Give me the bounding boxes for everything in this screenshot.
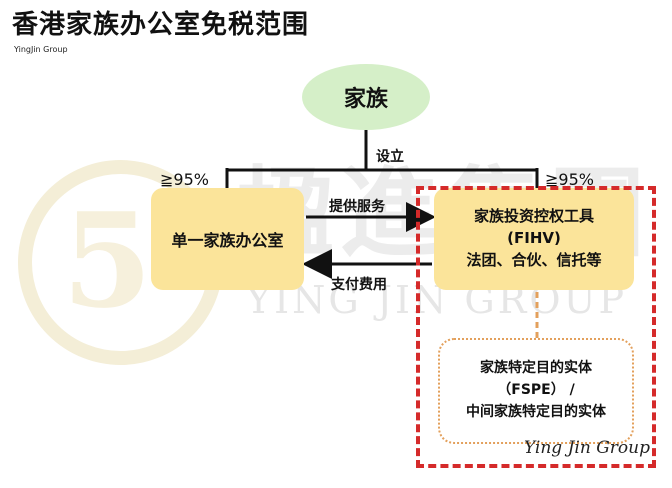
watermark-seal-char: 5 xyxy=(62,184,153,337)
single-family-office-node: 单一家族办公室 xyxy=(151,188,304,290)
fihv-line-2: (FIHV) xyxy=(507,229,561,248)
fihv-node: 家族投资控权工具 (FIHV) 法团、合伙、信托等 xyxy=(434,188,634,290)
fihv-line-3: 法团、合伙、信托等 xyxy=(466,250,602,269)
fspe-node: 家族特定目的实体 （FSPE） / 中间家族特定目的实体 xyxy=(438,338,634,444)
signature: Ying Jin Group xyxy=(524,438,650,458)
company-subtitle: YingJin Group xyxy=(14,45,68,54)
fihv-line-1: 家族投资控权工具 xyxy=(473,207,594,226)
payment-label: 支付费用 xyxy=(331,277,387,293)
fspe-line-2: （FSPE） / xyxy=(497,382,575,399)
fspe-line-3: 中间家族特定目的实体 xyxy=(466,403,606,420)
family-node: 家族 xyxy=(302,64,430,130)
page-title: 香港家族办公室免税范围 xyxy=(12,10,310,40)
setup-label: 设立 xyxy=(376,149,404,165)
left-percent-label: ≧95% xyxy=(160,170,209,189)
fspe-line-1: 家族特定目的实体 xyxy=(480,360,592,377)
tax-exemption-scope-box xyxy=(416,186,656,468)
right-percent-label: ≧95% xyxy=(545,170,594,189)
service-label: 提供服务 xyxy=(329,199,385,215)
